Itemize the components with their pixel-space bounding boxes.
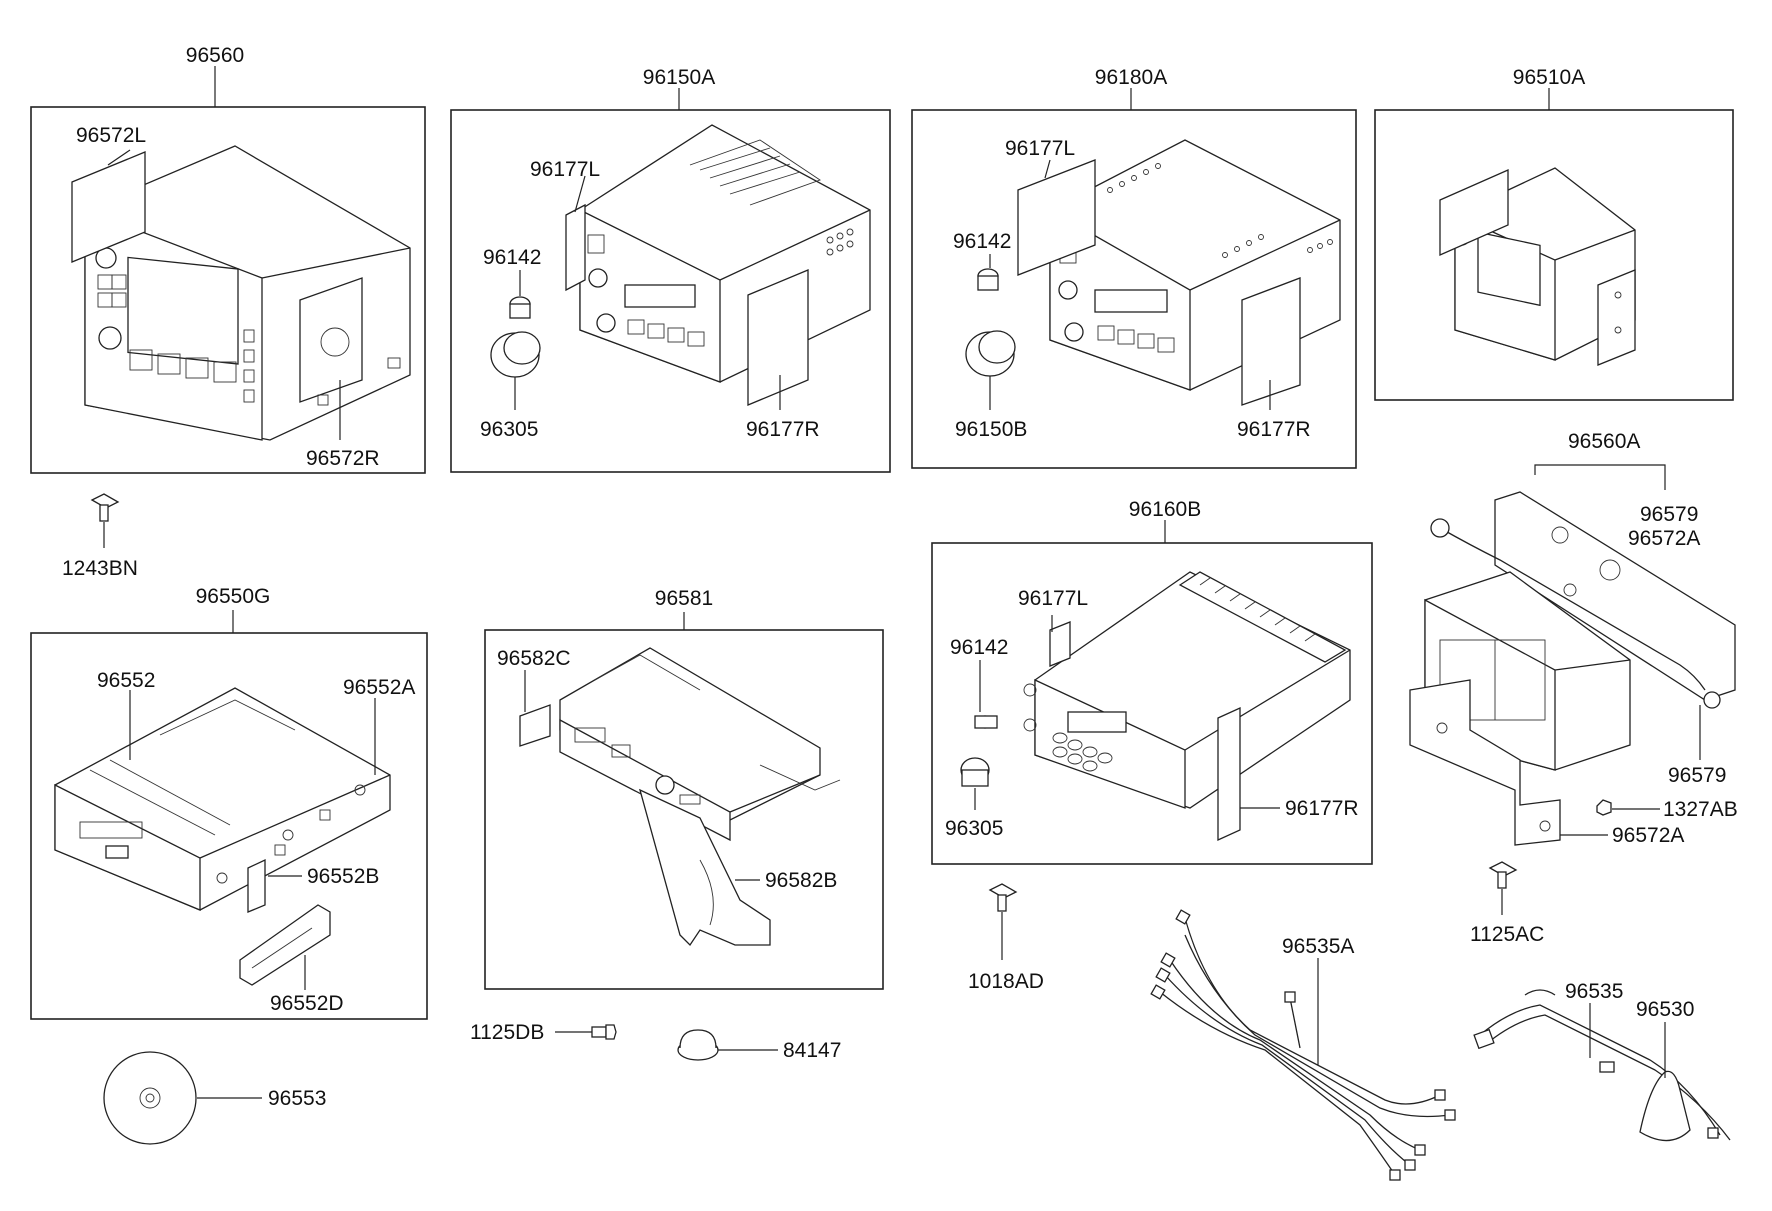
label-96177L-c: 96177L: [1018, 587, 1088, 610]
plug-84147: 84147: [677, 1029, 841, 1062]
label-1327AB: 1327AB: [1663, 798, 1738, 821]
label-96560: 96560: [186, 44, 244, 67]
label-96180A: 96180A: [1095, 66, 1167, 89]
label-96572A-a: 96572A: [1628, 527, 1700, 550]
label-96553: 96553: [268, 1087, 326, 1110]
label-1125AC: 1125AC: [1470, 923, 1544, 946]
group-96560A: 96560A 96579 96572A 96579 1327AB 96572A: [1409, 430, 1738, 847]
label-96142-a: 96142: [483, 246, 541, 269]
label-96530: 96530: [1636, 998, 1694, 1021]
cassette-radio-96150A-drawing: [565, 124, 871, 406]
label-96582B: 96582B: [765, 869, 837, 892]
disc-96553: 96553: [103, 1051, 326, 1145]
label-96552: 96552: [97, 669, 155, 692]
label-96305-c: 96305: [945, 817, 1003, 840]
label-96177L-a: 96177L: [530, 158, 600, 181]
label-96552A: 96552A: [343, 676, 415, 699]
label-96535A: 96535A: [1282, 935, 1354, 958]
group-96510A: 96510A: [1374, 66, 1734, 401]
frame-96160B: [931, 542, 1373, 865]
group-96160B: 96160B: [931, 498, 1373, 865]
frame-96180A: [911, 109, 1357, 469]
av-head-unit-drawing: [1439, 167, 1636, 366]
cassette-radio-96180A-drawing: [1017, 139, 1341, 406]
group-96550G: 96550G 96552 96552A 96552B 96552D: [30, 585, 428, 1020]
label-96572R: 96572R: [306, 447, 380, 470]
module-96581-drawing: [519, 647, 841, 947]
label-96579-a: 96579: [1640, 503, 1698, 526]
label-96552D: 96552D: [270, 992, 344, 1015]
label-96550G: 96550G: [196, 585, 271, 608]
group-96581: 96581 96582C 96582B: [484, 587, 884, 990]
label-96177L-b: 96177L: [1005, 137, 1075, 160]
frame-96560: [30, 106, 426, 474]
label-96572A-b: 96572A: [1612, 824, 1684, 847]
screw-1125AC: 1125AC: [1470, 861, 1544, 946]
label-96305-a: 96305: [480, 418, 538, 441]
frame-96550G: [30, 632, 428, 1020]
nav-head-unit-drawing: [71, 145, 411, 441]
label-96150B: 96150B: [955, 418, 1027, 441]
label-96535: 96535: [1565, 980, 1623, 1003]
label-96581: 96581: [655, 587, 713, 610]
screw-1125DB: 1125DB: [470, 1021, 617, 1044]
label-96552B: 96552B: [307, 865, 379, 888]
group-96560: 96560 96572L: [30, 44, 426, 474]
label-1018AD: 1018AD: [968, 970, 1044, 993]
harness-96535-antenna-96530: 96535 96530: [1473, 980, 1731, 1142]
label-96177R-a: 96177R: [746, 418, 820, 441]
label-1243BN: 1243BN: [62, 557, 138, 580]
screw-1018AD: 1018AD: [968, 883, 1044, 993]
label-96579-b: 96579: [1668, 764, 1726, 787]
label-96560A: 96560A: [1568, 430, 1640, 453]
label-96160B: 96160B: [1129, 498, 1201, 521]
label-96177R-b: 96177R: [1237, 418, 1311, 441]
label-96582C: 96582C: [497, 647, 571, 670]
label-1125DB: 1125DB: [470, 1021, 544, 1044]
harness-96535A: 96535A: [1150, 909, 1456, 1181]
radio-96160B-drawing: [1023, 571, 1351, 842]
group-96180A: 96180A: [911, 66, 1357, 469]
label-84147: 84147: [783, 1039, 841, 1062]
label-96142-c: 96142: [950, 636, 1008, 659]
frame-96510A: [1374, 109, 1734, 401]
screw-1243BN: 1243BN: [62, 493, 138, 580]
label-96150A: 96150A: [643, 66, 715, 89]
dvd-unit-drawing: [54, 687, 391, 911]
label-96177R-c: 96177R: [1285, 797, 1359, 820]
group-96150A: 96150A: [450, 66, 891, 473]
changer-with-bracket-drawing: [1409, 491, 1736, 846]
label-96510A: 96510A: [1513, 66, 1585, 89]
label-96572L: 96572L: [76, 124, 146, 147]
frame-96150A: [450, 109, 891, 473]
label-96142-b: 96142: [953, 230, 1011, 253]
